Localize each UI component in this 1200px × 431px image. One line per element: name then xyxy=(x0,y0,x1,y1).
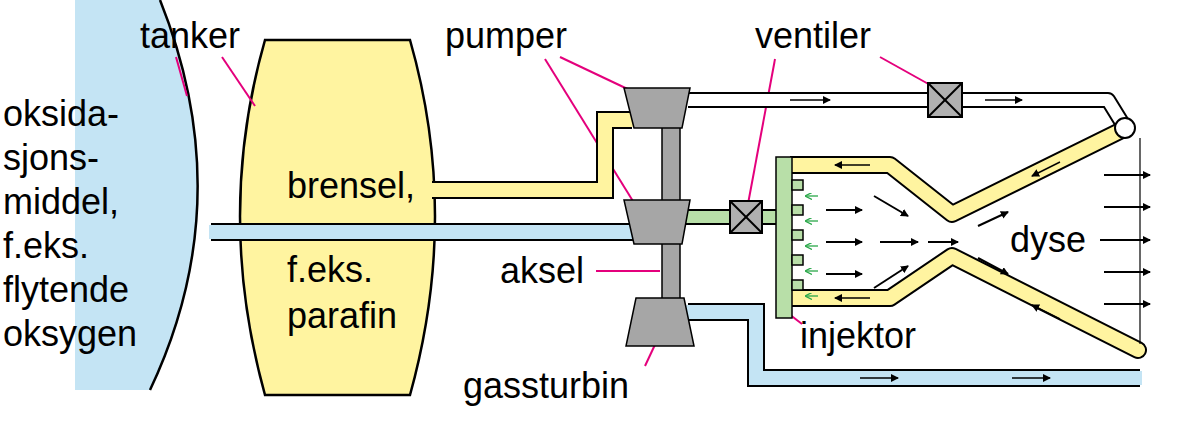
text-holder: dyse xyxy=(1010,222,1086,258)
gas-flow-arrow xyxy=(1104,271,1150,273)
gas-flow-arrow xyxy=(826,273,862,275)
text-holder: ventiler xyxy=(755,18,871,54)
gas-flow-arrow xyxy=(1100,239,1150,241)
gas-flow-arrow xyxy=(874,266,908,288)
part-label: gassturbin xyxy=(463,368,629,404)
tank-shape xyxy=(240,40,435,395)
spray-arrow xyxy=(806,295,818,296)
flow-arrow xyxy=(790,100,1060,378)
leader-line xyxy=(596,270,660,272)
part-label: dyse xyxy=(1010,222,1086,258)
cooling-jacket xyxy=(789,130,1122,214)
injector-plate xyxy=(792,180,803,190)
spray-arrow xyxy=(806,195,818,196)
text-holder: aksel xyxy=(500,253,584,289)
injector-plate xyxy=(776,157,792,318)
oxidizer-tank: oksida- sjons- middel, f.eks. flytende o… xyxy=(0,0,245,400)
fuel-tank: brensel, f.eks. parafin xyxy=(225,35,465,400)
part-label: injektor xyxy=(800,318,916,354)
spray-arrow xyxy=(806,220,818,221)
oxidizer-pipe xyxy=(209,225,642,239)
gas-flow-arrow xyxy=(928,241,958,243)
leader-line xyxy=(222,57,255,106)
gas-flow-arrow xyxy=(826,241,862,243)
tank-shape xyxy=(150,0,198,390)
flow-arrow xyxy=(1032,305,1060,319)
spray-arrow xyxy=(806,270,818,271)
pipe-joint xyxy=(1115,118,1135,138)
spray-arrow xyxy=(806,245,818,246)
fuel-feed-pipe xyxy=(686,100,1124,126)
valve-symbol xyxy=(730,201,762,233)
tank-label: brensel, xyxy=(287,168,415,204)
part-label: pumper xyxy=(445,18,567,54)
valve-symbol xyxy=(730,83,962,233)
text-holder: brensel, xyxy=(287,168,415,204)
part-label: aksel xyxy=(500,253,584,289)
valve-symbol xyxy=(928,83,962,117)
flow-arrow xyxy=(790,99,830,101)
fuel-pipe xyxy=(430,120,634,190)
flow-arrow xyxy=(860,377,898,379)
text-holder: pumper xyxy=(445,18,567,54)
gas-flow-arrow xyxy=(880,241,918,243)
cooling-jacket xyxy=(790,130,1122,214)
flow-arrow xyxy=(985,99,1022,101)
pump-symbol xyxy=(624,88,690,128)
flow-arrow xyxy=(1012,377,1050,379)
fuel-pipe xyxy=(430,120,634,190)
exit-plane-line xyxy=(1139,138,1140,344)
cooling-jacket xyxy=(789,130,1138,350)
injector-plate xyxy=(792,230,803,240)
leader-line xyxy=(176,57,187,96)
tank-label: oksida- sjons- middel, f.eks. flytende o… xyxy=(3,92,173,356)
gas-flow-arrow xyxy=(874,196,908,216)
text-holder: f.eks. parafin xyxy=(287,247,437,339)
spray-arrow xyxy=(806,196,818,296)
injector-plate xyxy=(792,280,803,290)
injector-plate xyxy=(792,205,803,215)
text-holder: tanker xyxy=(140,18,240,54)
gas-flow-arrow xyxy=(1104,174,1150,176)
injector-plate xyxy=(792,255,803,265)
text-holder: oksida- sjons- middel, f.eks. flytende o… xyxy=(3,92,173,356)
valve-symbol xyxy=(730,201,762,233)
injector-plate xyxy=(776,157,803,318)
gas-flow-arrow xyxy=(1104,206,1150,208)
tank-outline xyxy=(225,35,465,400)
leader-line xyxy=(748,59,775,204)
gas-flow-arrow xyxy=(826,209,862,211)
gas-flow-arrow xyxy=(1104,303,1150,305)
gas-flow-arrow xyxy=(826,175,1150,304)
part-label: ventiler xyxy=(755,18,871,54)
pump-symbol xyxy=(624,200,690,244)
text-holder: injektor xyxy=(800,318,916,354)
part-label: tanker xyxy=(140,18,240,54)
flow-arrow xyxy=(835,297,870,299)
text-holder: gassturbin xyxy=(463,368,629,404)
tank-label: f.eks. parafin xyxy=(287,247,437,339)
pump-symbol xyxy=(624,88,690,244)
fuel-feed-pipe xyxy=(686,100,1124,126)
gas-turbine-symbol xyxy=(626,298,694,346)
oxidizer-pipe xyxy=(209,232,642,233)
gas-flow-arrow xyxy=(978,212,1008,226)
valve-symbol xyxy=(928,83,962,117)
flow-arrow xyxy=(835,164,870,166)
leader-line xyxy=(880,57,932,86)
valve-symbol xyxy=(928,83,962,117)
flow-arrow xyxy=(1032,162,1060,176)
gas-flow-arrow xyxy=(978,258,1008,274)
valve-symbol xyxy=(730,201,762,233)
cooling-jacket xyxy=(789,256,1138,350)
cooling-jacket xyxy=(790,256,1138,350)
